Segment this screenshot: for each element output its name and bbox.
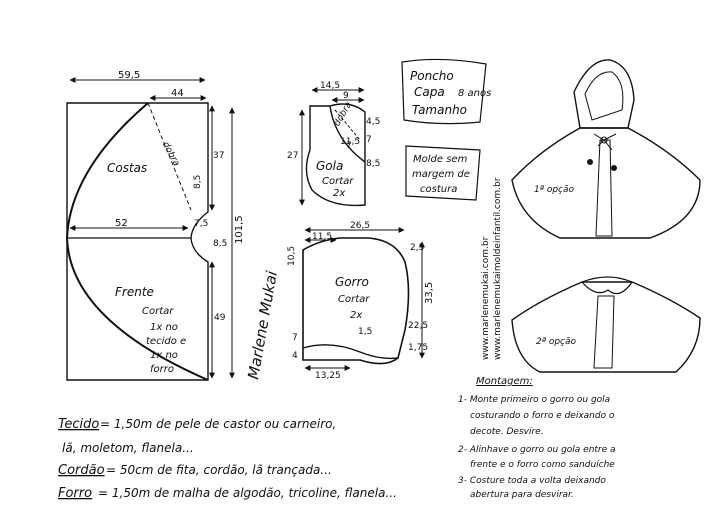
gorro-dim-10-5: 10,5	[287, 246, 297, 266]
title-block: Poncho Capa 8 anos Tamanho Molde sem mar…	[401, 58, 491, 201]
hem-curve	[65, 102, 209, 381]
montagem-2b: frente e o forro como sanduíche	[470, 460, 615, 470]
cut-line-1: Cortar	[142, 306, 174, 317]
note-1: Molde sem	[413, 154, 468, 165]
cape-2-body	[511, 281, 701, 373]
bow-1	[593, 133, 617, 151]
costas-frente-pattern: 59,5 44 52 37 8,5 7,5 8,5 49 101,5 Costa…	[65, 70, 245, 381]
title-tamanho: Tamanho	[412, 103, 467, 117]
note-box	[405, 145, 481, 201]
dim-59-5: 59,5	[118, 70, 140, 81]
label-frente: Frente	[115, 285, 154, 299]
montagem-2a: 2- Alinhave o gorro ou gola entre a	[458, 445, 616, 455]
tie-knot-1	[600, 136, 608, 144]
dim-8-5-a: 8,5	[193, 175, 203, 189]
tecido-label: Tecido	[58, 417, 99, 432]
tecido-line-2: lã, moletom, flanela...	[62, 441, 194, 455]
tecido-line-1: = 1,50m de pele de castor ou carneiro,	[100, 417, 336, 431]
label-opt2: 2ª opção	[536, 337, 577, 347]
montagem-1b: costurando o forro e deixando o	[470, 411, 615, 421]
gorro-dim-4: 4	[292, 351, 298, 361]
gorro-label: Gorro	[335, 275, 369, 289]
gola-fold	[334, 109, 361, 141]
figure-hooded-cape: 1ª opção	[511, 59, 701, 239]
gorro-dim-22-5: 22,5	[408, 321, 428, 331]
dim-8-5-b: 8,5	[213, 239, 227, 249]
montagem-section: Montagem: 1- Monte primeiro o gorro ou g…	[458, 376, 616, 500]
costas-frente-outline	[66, 102, 209, 381]
cut-line-2: 1x no	[150, 322, 178, 333]
watermark-2: www.marlenemukaimoldeinfantil.com.br	[493, 177, 503, 360]
montagem-1c: decote. Desvire.	[470, 427, 544, 437]
pompom-1a	[587, 159, 593, 165]
label-costas: Costas	[107, 161, 147, 175]
label-opt1: 1ª opção	[534, 185, 575, 195]
watermark-1: www.marlenemukai.com.br	[481, 236, 491, 360]
gorro-dim-11-5: 11,5	[312, 232, 332, 242]
gola-cut: Cortar	[322, 176, 354, 187]
cordao-label: Cordão	[58, 463, 105, 478]
note-2: margem de	[412, 169, 470, 180]
cape-2-front-opening	[593, 295, 615, 369]
gola-outline	[305, 103, 366, 207]
montagem-3a: 3- Costure toda a volta deixando	[458, 476, 606, 486]
gola-dim-14-5: 14,5	[320, 81, 340, 91]
title-size: 8 anos	[458, 88, 491, 99]
gorro-qty: 2x	[350, 310, 362, 321]
dim-49: 49	[214, 313, 226, 323]
gorro-dim-13-25: 13,25	[315, 371, 341, 381]
materials-section: Tecido = 1,50m de pele de castor ou carn…	[58, 417, 397, 501]
dim-44: 44	[171, 88, 184, 99]
collar	[580, 276, 633, 295]
pompom-1b	[611, 165, 617, 171]
montagem-3b: abertura para desvirar.	[470, 490, 574, 500]
gola-dim-8-5: 8,5	[366, 159, 380, 169]
hood-inner	[584, 71, 624, 121]
gola-dim-27: 27	[287, 151, 298, 161]
fold-line	[147, 102, 192, 211]
dim-101-5: 101,5	[234, 215, 245, 244]
cape-1-front-opening	[595, 139, 613, 237]
gorro-cut: Cortar	[338, 294, 370, 305]
cut-line-3: tecido e	[146, 336, 186, 347]
figure-collared-cape: 2ª opção	[511, 276, 701, 373]
cordao-line-1: = 50cm de fita, cordão, lã trançada...	[106, 463, 332, 477]
gola-inner-curve	[329, 105, 366, 163]
gola-dim-7: 7	[346, 141, 352, 151]
gorro-neck-curve	[302, 344, 399, 360]
label-dobra-cape: dobra	[160, 140, 181, 168]
forro-label: Forro	[58, 486, 92, 501]
forro-line-1: = 1,50m de malha de algodão, tricoline, …	[98, 486, 397, 500]
dim-37: 37	[213, 151, 224, 161]
hood-outline	[573, 59, 635, 129]
gorro-dim-33-5: 33,5	[424, 282, 435, 304]
title-box	[401, 58, 487, 125]
gola-qty: 2x	[333, 188, 345, 199]
gola-pattern: 14,5 9 4,5 27 7 8,5 11,5 7 dobra Gola Co…	[287, 81, 380, 207]
gorro-dim-7: 7	[292, 333, 298, 343]
montagem-heading: Montagem:	[476, 376, 533, 387]
title-poncho: Poncho	[410, 69, 454, 83]
gola-dim-11-5: 11,5	[340, 137, 360, 147]
gorro-pattern: 26,5 11,5 2,5 10,5 33,5 7 4 1,5 22,5 1,7…	[287, 221, 435, 381]
gorro-dim-1-75: 1,75	[408, 343, 428, 353]
gorro-dim-2-5: 2,5	[410, 243, 424, 253]
dim-52: 52	[115, 218, 128, 229]
title-capa: Capa	[414, 85, 445, 99]
cut-line-5: forro	[150, 364, 174, 375]
gola-dim-7b: 7	[366, 135, 372, 145]
gorro-dim-1-5: 1,5	[358, 327, 372, 337]
gola-dim-9: 9	[343, 91, 349, 101]
gola-dim-4-5: 4,5	[366, 117, 380, 127]
designer-signature: Marlene Mukai	[244, 269, 281, 381]
montagem-1a: 1- Monte primeiro o gorro ou gola	[458, 395, 610, 405]
dim-7-5: 7,5	[194, 219, 208, 229]
note-3: costura	[420, 184, 457, 195]
gola-label: Gola	[316, 159, 343, 173]
gorro-dim-26-5: 26,5	[350, 221, 370, 231]
cape-1-body	[511, 127, 701, 239]
cut-line-4: 1x no	[150, 350, 178, 361]
